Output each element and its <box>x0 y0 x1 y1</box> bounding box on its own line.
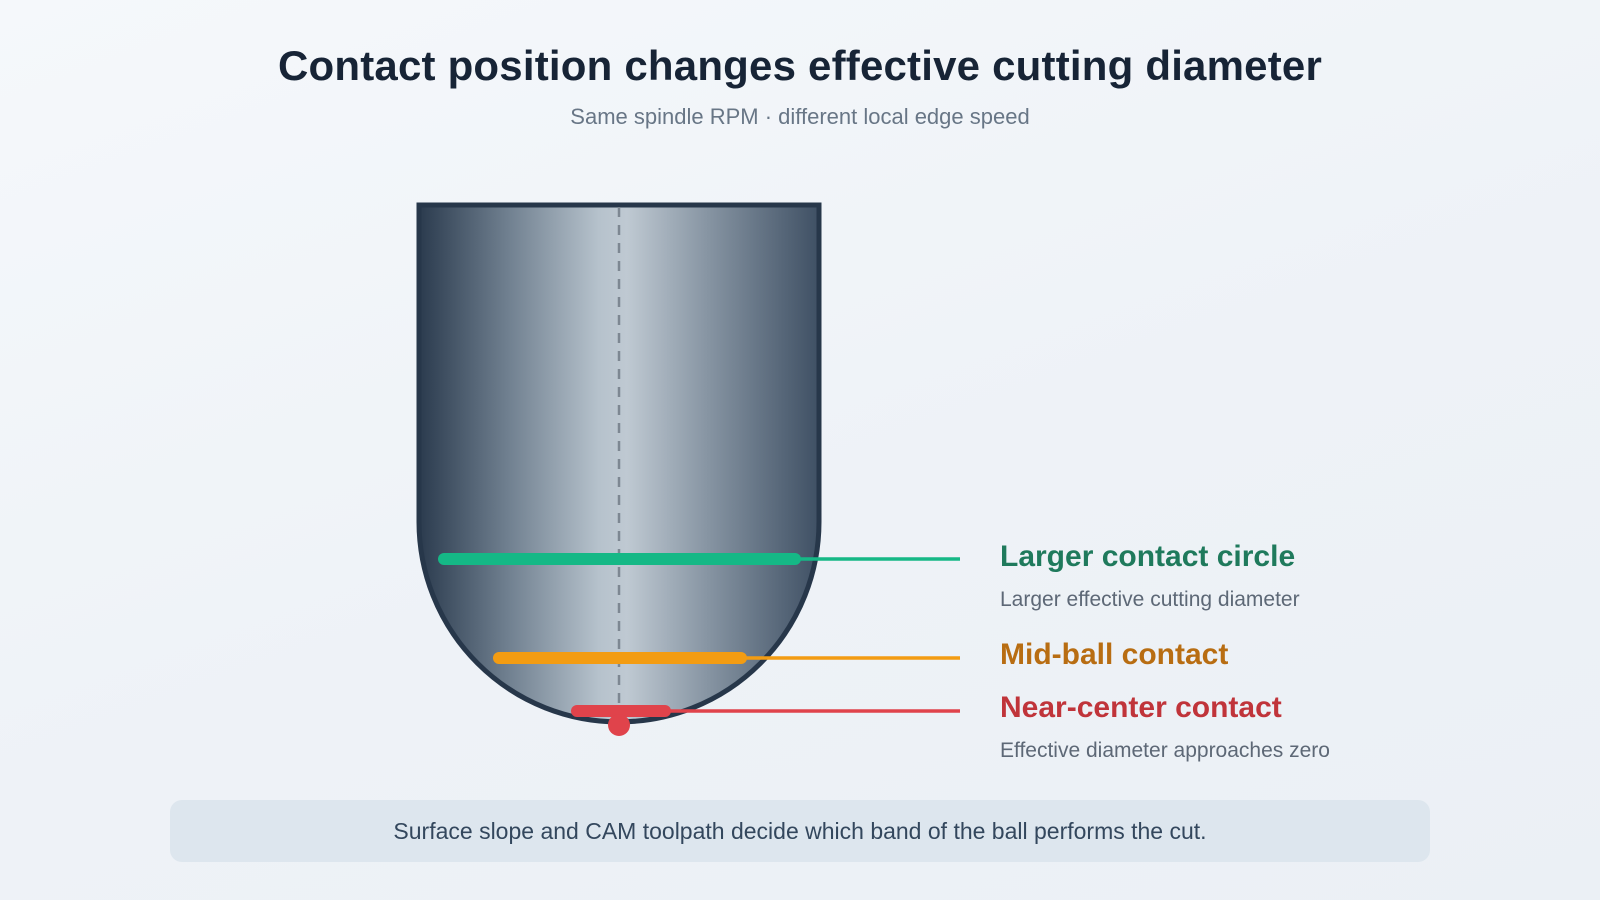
footer-note-text: Surface slope and CAM toolpath decide wh… <box>393 817 1207 844</box>
desc-large-contact: Larger effective cutting diameter <box>1000 588 1300 611</box>
diagram-title: Contact position changes effective cutti… <box>277 42 1323 89</box>
diagram-subtitle: Same spindle RPM · different local edge … <box>570 104 1030 129</box>
footer-note: Surface slope and CAM toolpath decide wh… <box>170 800 1430 862</box>
label-near-center-contact: Near-center contact <box>1000 691 1282 724</box>
label-mid-contact: Mid-ball contact <box>1000 638 1229 671</box>
desc-near-center-contact: Effective diameter approaches zero <box>1000 739 1330 762</box>
tool-tip-point <box>608 714 630 736</box>
label-large-contact: Larger contact circle <box>1000 540 1296 573</box>
contact-band-near-center <box>571 705 960 736</box>
